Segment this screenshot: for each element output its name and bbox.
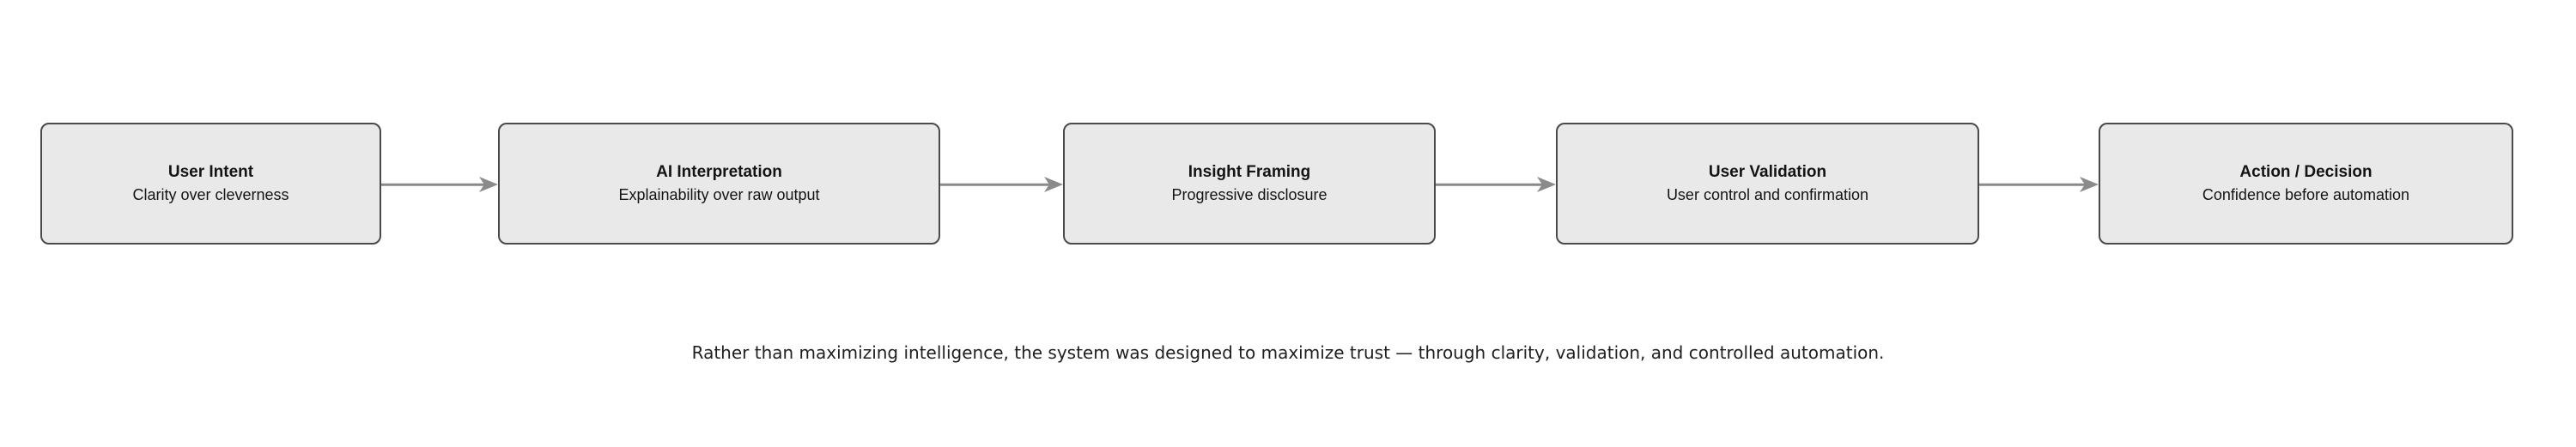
arrowhead-icon xyxy=(1537,177,1556,192)
node-subtitle: Progressive disclosure xyxy=(1171,186,1327,203)
flow-node-ai-interpretation: AI Interpretation Explainability over ra… xyxy=(498,123,940,245)
flow-connector xyxy=(1436,123,1556,245)
node-subtitle: Explainability over raw output xyxy=(618,186,820,203)
arrow-line xyxy=(940,183,1049,186)
node-title: AI Interpretation xyxy=(656,163,782,181)
arrowhead-icon xyxy=(1044,177,1063,192)
node-title: Action / Decision xyxy=(2239,163,2372,181)
node-subtitle: Confidence before automation xyxy=(2202,186,2410,203)
flow-connector xyxy=(381,123,498,245)
flow-connector xyxy=(940,123,1063,245)
node-title: User Validation xyxy=(1708,163,1827,181)
node-title: Insight Framing xyxy=(1188,163,1311,181)
arrow-line xyxy=(381,183,484,186)
flow-row: User Intent Clarity over cleverness AI I… xyxy=(40,123,2513,245)
arrowhead-icon xyxy=(479,177,498,192)
diagram-caption: Rather than maximizing intelligence, the… xyxy=(691,342,1885,363)
arrow-line xyxy=(1436,183,1542,186)
flow-connector xyxy=(1979,123,2099,245)
flow-node-insight-framing: Insight Framing Progressive disclosure xyxy=(1063,123,1436,245)
flow-node-user-intent: User Intent Clarity over cleverness xyxy=(40,123,381,245)
flow-node-user-validation: User Validation User control and confirm… xyxy=(1556,123,1979,245)
arrow-line xyxy=(1979,183,2085,186)
node-subtitle: User control and confirmation xyxy=(1666,186,1869,203)
arrowhead-icon xyxy=(2080,177,2099,192)
flow-node-action-decision: Action / Decision Confidence before auto… xyxy=(2099,123,2513,245)
node-subtitle: Clarity over cleverness xyxy=(132,186,289,203)
node-title: User Intent xyxy=(167,163,254,181)
